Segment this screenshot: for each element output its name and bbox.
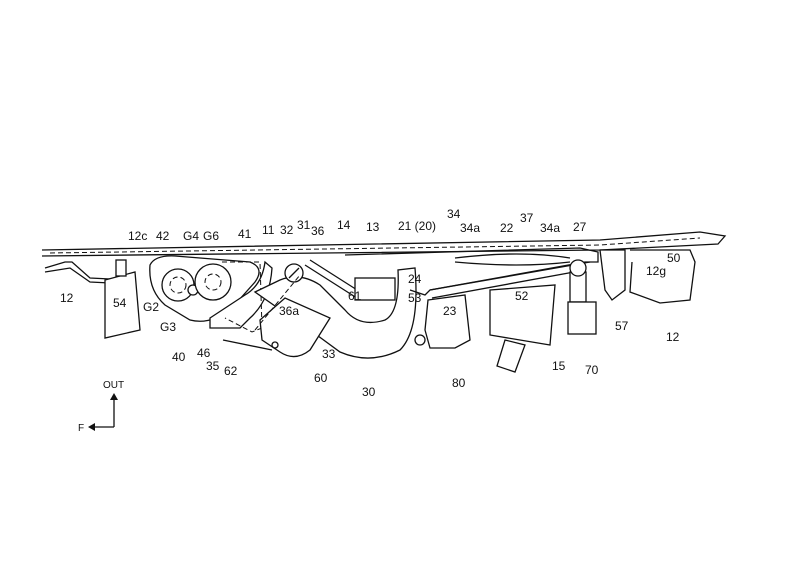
label-g3: G3 [160, 320, 176, 334]
actuator-80 [424, 294, 471, 349]
label-12-left: 12 [60, 291, 74, 305]
label-34: 34 [447, 207, 461, 221]
label-37: 37 [520, 211, 534, 225]
label-32: 32 [280, 223, 294, 237]
link-60 [259, 297, 331, 358]
label-53: 53 [408, 291, 422, 305]
plate-22 [429, 261, 591, 299]
label-35: 35 [206, 359, 220, 373]
label-42: 42 [156, 229, 170, 243]
label-out: OUT [103, 380, 124, 391]
label-36a: 36a [279, 304, 299, 318]
label-36: 36 [311, 224, 325, 238]
label-22: 22 [500, 221, 514, 235]
label-24: 24 [408, 272, 422, 286]
label-62: 62 [224, 364, 238, 378]
label-f: F [78, 423, 84, 434]
label-34a-2: 34a [540, 221, 560, 235]
label-57: 57 [615, 319, 629, 333]
label-61: 61 [348, 289, 362, 303]
bracket-12-right [629, 249, 696, 304]
label-34a-1: 34a [460, 221, 480, 235]
label-60: 60 [314, 371, 328, 385]
label-33: 33 [322, 347, 336, 361]
gear-g2 [161, 268, 195, 302]
label-15: 15 [552, 359, 566, 373]
label-41: 41 [238, 227, 252, 241]
label-54: 54 [113, 296, 127, 310]
label-g2: G2 [143, 300, 159, 314]
label-11: 11 [262, 223, 275, 237]
arm-30 [253, 267, 417, 359]
label-12-right: 12 [666, 330, 680, 344]
gear-g6 [194, 263, 232, 301]
label-27: 27 [573, 220, 587, 234]
motor-15 [489, 284, 556, 346]
label-12g: 12g [646, 264, 666, 278]
label-50: 50 [667, 251, 681, 265]
rod-62 [222, 339, 273, 351]
label-13: 13 [366, 220, 380, 234]
spring-37 [454, 253, 571, 266]
label-52: 52 [515, 289, 529, 303]
frame-21 [344, 247, 599, 296]
label-31: 31 [297, 218, 311, 232]
lever-35 [209, 260, 273, 329]
part-12c [115, 259, 127, 277]
gear-hub-g6 [204, 273, 222, 291]
label-21-20: 21 (20) [398, 219, 436, 233]
label-30: 30 [362, 385, 376, 399]
label-g6: G6 [203, 229, 219, 243]
label-40: 40 [172, 350, 186, 364]
label-g4: G4 [183, 229, 199, 243]
label-70: 70 [585, 363, 599, 377]
label-46: 46 [197, 346, 211, 360]
label-23: 23 [443, 304, 457, 318]
gear-hub-g2 [169, 276, 187, 294]
catch-53 [354, 277, 396, 301]
label-12c: 12c [128, 229, 147, 243]
reference-labels: 12c 42 G4 G6 41 11 32 31 36 14 13 21 (20… [60, 207, 681, 434]
direction-axes [88, 393, 118, 431]
label-14: 14 [337, 218, 351, 232]
label-80: 80 [452, 376, 466, 390]
bracket-57 [599, 249, 626, 301]
